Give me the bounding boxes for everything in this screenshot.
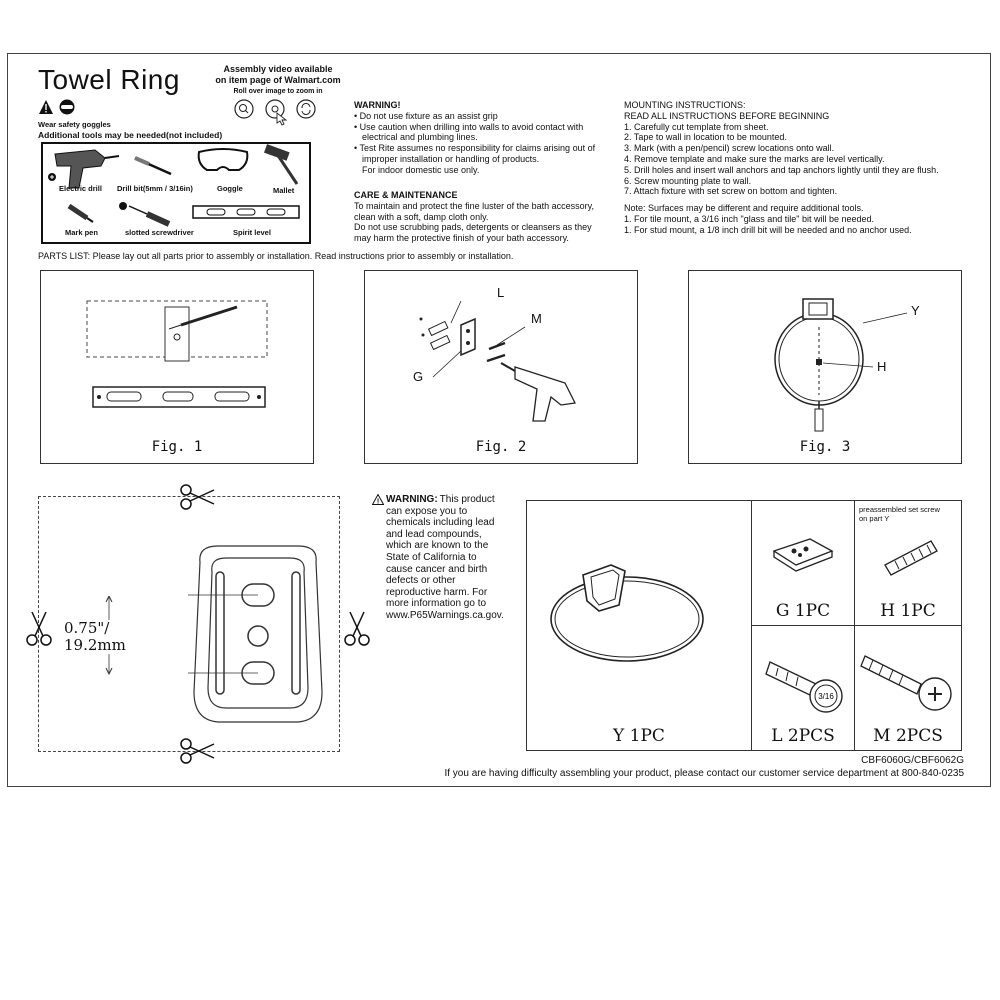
page-title: Towel Ring (38, 64, 180, 95)
instruction-sheet: Towel Ring Assembly video available on i… (7, 53, 991, 787)
screw-icon (860, 655, 952, 711)
figure-2-label: Fig. 2 (475, 439, 527, 455)
figure-3: Y H Fig. 3 (688, 270, 962, 464)
safety-icons (38, 98, 88, 123)
figure-2: L M G Fig. 2 (364, 270, 638, 464)
part-l-qty: L 2PCS (771, 726, 835, 746)
template-drawing (96, 542, 328, 747)
mounting-plate-icon (460, 317, 476, 357)
drill-bit-icon (134, 156, 172, 176)
scissors-icon (342, 610, 372, 651)
label-L: L (497, 285, 505, 300)
label-G: G (413, 369, 424, 384)
part-g-qty: G 1PC (775, 601, 831, 621)
zoom-cursor-icon[interactable] (265, 99, 288, 126)
spirit-level-icon (192, 205, 300, 219)
spirit-level-icon (92, 386, 266, 408)
drill-bit-icon (168, 305, 238, 330)
parts-list-note: PARTS LIST: Please lay out all parts pri… (38, 251, 514, 261)
goggle-icon (197, 148, 249, 171)
part-h-qty: H 1PC (880, 601, 936, 621)
label-M: M (531, 311, 542, 326)
part-m-cell: M 2PCS (854, 625, 962, 751)
mounting-section: MOUNTING INSTRUCTIONS: READ ALL INSTRUCT… (624, 100, 984, 236)
care-section: CARE & MAINTENANCE To maintain and prote… (354, 190, 619, 244)
figure-1-label: Fig. 1 (151, 439, 203, 455)
screwdriver-icon (119, 202, 171, 227)
part-m-qty: M 2PCS (873, 726, 943, 746)
zoom-in-icon[interactable] (234, 99, 254, 119)
part-g-cell: G 1PC (751, 500, 855, 626)
wall-anchor-icon (427, 320, 451, 351)
label-Y: Y (911, 303, 920, 318)
screw-icon (486, 341, 506, 363)
tool-label-screwdriver: slotted screwdriver (125, 228, 194, 237)
zoom-controls (233, 97, 323, 126)
tool-label-pen: Mark pen (65, 228, 98, 237)
towel-ring-icon (550, 564, 704, 662)
part-h-cell: preassembled set screw on part Y H 1PC (854, 500, 962, 626)
video-note: Assembly video available on item page of… (215, 64, 341, 95)
tool-label-bit: Drill bit(5mm / 3/16in) (117, 184, 193, 193)
svg-text:!: ! (377, 499, 379, 506)
prop65-warning: ! WARNING: This product can expose you t… (372, 494, 522, 622)
mounting-plate-icon (772, 538, 834, 572)
support-contact: If you are having difficulty assembling … (444, 768, 964, 779)
mark-pen-icon (67, 203, 94, 223)
tools-box: Electric drill Drill bit(5mm / 3/16in) G… (41, 142, 311, 244)
part-y-qty: Y 1PC (613, 726, 665, 746)
model-number: CBF6060G/CBF6062G (861, 755, 964, 766)
figure-3-label: Fig. 3 (799, 439, 851, 455)
caution-icon: ! (372, 494, 384, 506)
caution-icon (39, 100, 53, 114)
care-heading: CARE & MAINTENANCE (354, 190, 458, 200)
screwdriver-icon (814, 401, 824, 432)
scissors-icon (180, 736, 216, 771)
label-H: H (877, 359, 887, 374)
tool-label-drill: Electric drill (59, 184, 102, 193)
electric-drill-icon (54, 149, 120, 189)
mounting-heading: MOUNTING INSTRUCTIONS: (624, 100, 746, 110)
scissors-icon (24, 610, 54, 651)
anchor-size-text: 3/16 (818, 692, 834, 701)
scissors-icon (180, 482, 216, 517)
tool-label-level: Spirit level (233, 228, 271, 237)
rotate-icon[interactable] (296, 99, 316, 119)
tool-label-mallet: Mallet (273, 186, 295, 195)
part-l-cell: 3/16 L 2PCS (751, 625, 855, 751)
goggles-icon (59, 99, 75, 115)
warning-section: WARNING! • Do not use fixture as an assi… (354, 100, 619, 176)
tool-label-goggle: Goggle (217, 184, 243, 193)
wall-anchor-icon (765, 661, 843, 713)
mallet-icon (264, 144, 299, 185)
tools-note: Additional tools may be needed(not inclu… (38, 130, 223, 140)
part-y-cell: Y 1PC (526, 500, 752, 751)
plus-icon (48, 173, 56, 181)
template-dimension: 0.75"/ 19.2mm (64, 619, 126, 654)
part-h-note: preassembled set screw on part Y (859, 505, 940, 523)
warning-heading: WARNING! (354, 100, 401, 110)
figure-1: Fig. 1 (40, 270, 314, 464)
cut-template (38, 496, 340, 752)
goggles-note: Wear safety goggles (38, 120, 111, 129)
electric-drill-icon (500, 362, 576, 422)
set-screw-icon (884, 540, 938, 576)
